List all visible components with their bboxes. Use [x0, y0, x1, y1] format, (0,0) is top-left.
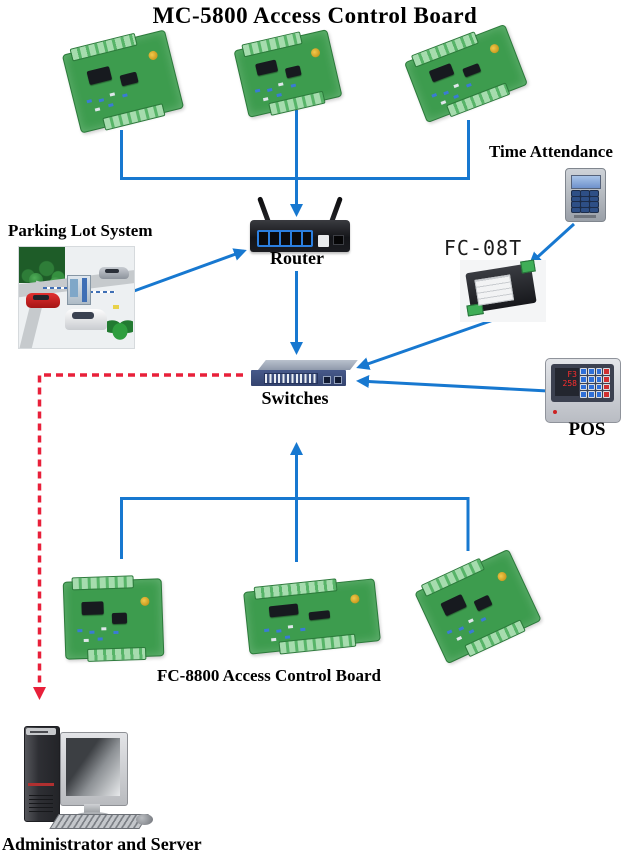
power-port: [333, 235, 344, 245]
components: [76, 629, 83, 633]
switch-front-face: [251, 370, 346, 386]
chip: [86, 65, 112, 85]
arrow-fc08t-to-switch: [356, 316, 500, 370]
monitor: [60, 732, 128, 806]
admin-server-label: Administrator and Server: [2, 834, 202, 854]
port-grid: [265, 374, 317, 383]
terminal-strip: [87, 646, 147, 662]
silver-car: [99, 267, 129, 279]
white-van: [65, 309, 107, 330]
car-window: [105, 269, 119, 273]
buzzer: [350, 594, 361, 605]
router-device: [250, 196, 350, 252]
device-base: [574, 215, 596, 218]
converter-body: [465, 259, 537, 317]
arrow-ta-to-fc08t: [528, 222, 576, 266]
switch-top-face: [258, 360, 358, 370]
chip: [269, 603, 299, 618]
buzzer: [147, 50, 159, 62]
palm-tree: [107, 317, 133, 341]
chip: [111, 612, 128, 624]
terminal-block: [520, 259, 536, 274]
barrier-gate: [89, 291, 115, 293]
parking-lot-image: [18, 246, 135, 349]
lcd-screen: [571, 175, 601, 189]
led-line1: F3: [567, 370, 577, 379]
components: [263, 628, 269, 632]
buzzer: [495, 570, 508, 583]
pos-terminal: F3 258: [545, 358, 621, 423]
page-title: MC-5800 Access Control Board: [152, 3, 478, 28]
lan-ports: [257, 230, 313, 247]
keypad: [580, 368, 610, 398]
chip: [428, 63, 455, 83]
uplink-port: [323, 376, 331, 384]
time-attendance-device: [565, 168, 606, 222]
booth-pillar: [82, 278, 87, 302]
monitor-screen: [66, 738, 120, 796]
monitor-stand: [84, 804, 100, 813]
arrow-pos-to-switch: [356, 375, 549, 393]
buzzer: [140, 596, 150, 606]
chip: [284, 65, 302, 78]
booth-window: [70, 279, 78, 297]
keyboard: [49, 814, 149, 829]
led-display: F3 258: [555, 368, 579, 396]
uplink-port: [334, 376, 342, 384]
fc8800-label: FC-8800 Access Control Board: [157, 666, 381, 685]
pos-panel: F3 258: [551, 364, 614, 402]
keypad: [572, 191, 598, 212]
warning-sign: [113, 305, 119, 309]
tower-vent: [29, 793, 53, 815]
switch-device: [250, 360, 358, 388]
fc8800-board-1: [62, 575, 165, 662]
label-panel: [474, 274, 515, 306]
tower-accent: [28, 783, 54, 786]
mouse: [136, 814, 153, 825]
pos-label: POS: [568, 419, 606, 440]
buzzer: [488, 42, 501, 55]
chip: [473, 594, 493, 612]
parking-lot-label: Parking Lot System: [8, 221, 153, 240]
car-window: [72, 312, 94, 319]
fc08t-converter: [460, 259, 546, 322]
led-line2: 258: [562, 379, 577, 388]
chip: [255, 59, 278, 77]
components: [446, 629, 453, 634]
red-car: [26, 293, 60, 308]
chip: [81, 601, 104, 616]
drive-slot: [30, 731, 48, 733]
chip: [440, 594, 467, 617]
indicator-light: [553, 410, 557, 414]
components: [86, 99, 93, 104]
fc08t-label: FC-08T: [443, 236, 523, 260]
server-computer: [20, 718, 156, 832]
car-window: [33, 295, 49, 300]
terminal-strip: [71, 575, 134, 591]
chip: [462, 63, 482, 78]
components: [431, 93, 437, 98]
router-label: Router: [270, 248, 324, 268]
barrier-gate: [43, 287, 69, 289]
tower-top: [26, 728, 56, 735]
router-body: [250, 220, 350, 252]
buzzer: [309, 47, 321, 58]
switches-label: Switches: [261, 388, 329, 408]
pc-tower: [24, 726, 60, 822]
arrow-parking-to-router: [133, 248, 247, 293]
components: [254, 88, 261, 93]
toll-booth: [67, 275, 91, 305]
chip: [308, 609, 331, 621]
chip: [119, 71, 139, 87]
wan-port: [318, 235, 329, 247]
time-attendance-label: Time Attendance: [489, 142, 613, 161]
